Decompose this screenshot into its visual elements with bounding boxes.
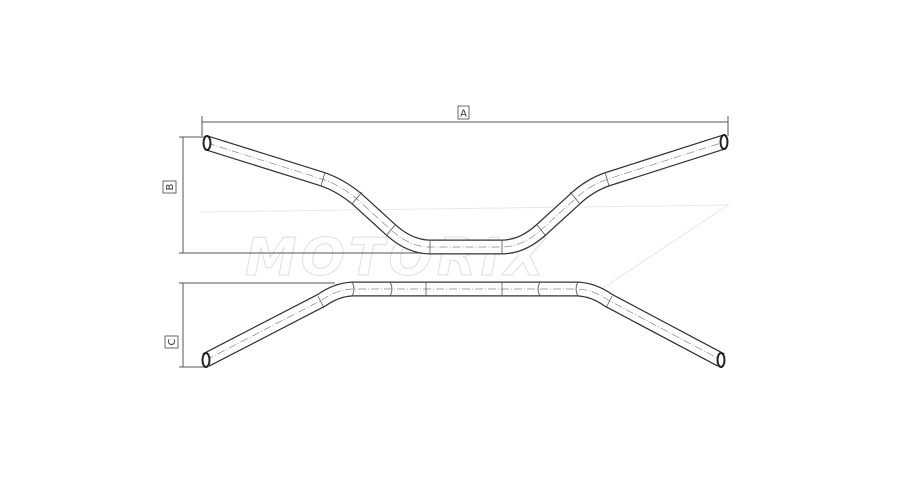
handlebar-front-view	[202, 134, 729, 255]
handlebar-top-view	[201, 281, 726, 368]
dimension-b: B	[162, 136, 430, 254]
dimension-b-label: B	[165, 183, 176, 190]
dimension-a: A	[201, 105, 729, 136]
dimension-c-label: C	[167, 338, 178, 345]
left-tube-end	[202, 135, 212, 151]
dimension-a-label: A	[460, 109, 467, 120]
right-tube-end	[719, 134, 729, 150]
dimension-c: C	[164, 282, 335, 368]
left-tube-end-bottom	[201, 352, 211, 368]
right-tube-end-bottom	[716, 352, 726, 368]
